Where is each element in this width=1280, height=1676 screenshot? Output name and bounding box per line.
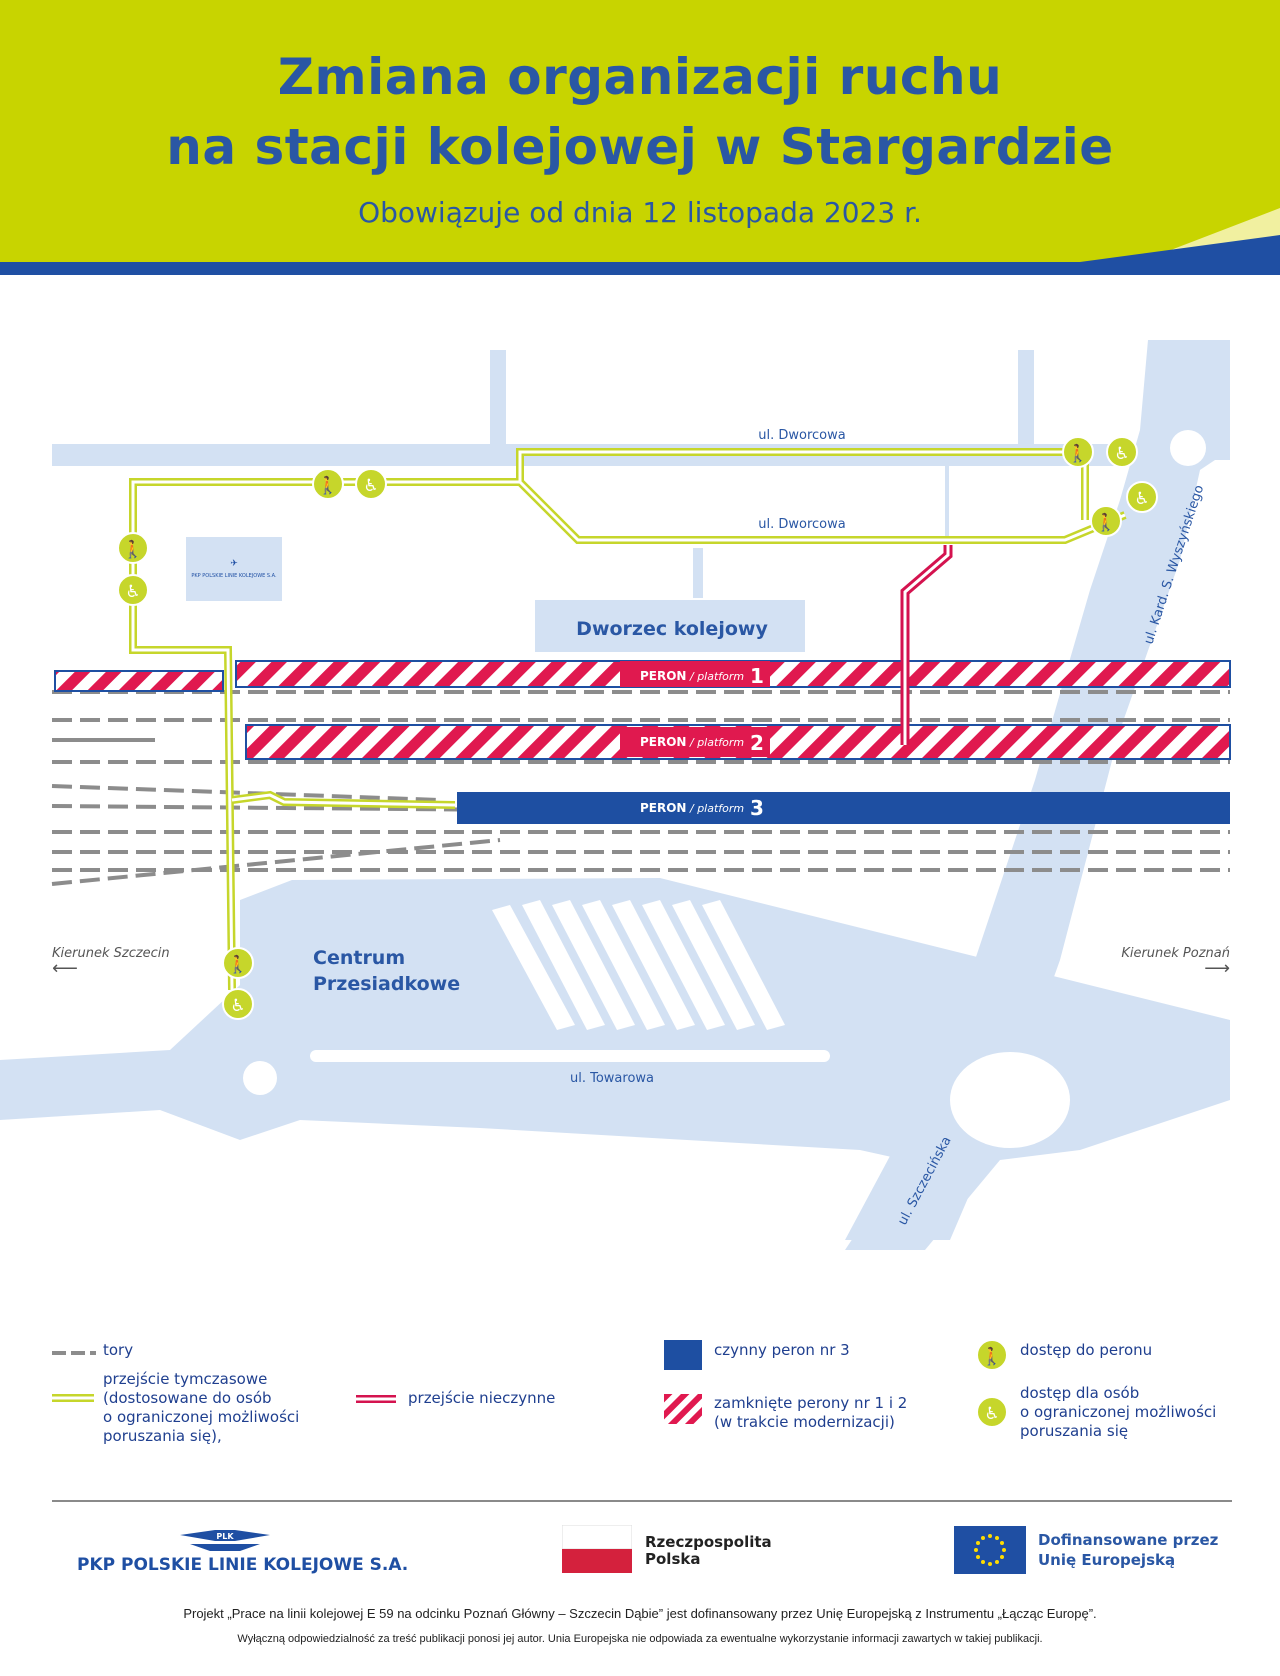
svg-text:♿: ♿ bbox=[363, 476, 378, 496]
street-label-towarowa: ul. Towarowa bbox=[570, 1071, 654, 1086]
pkp-building bbox=[186, 537, 282, 601]
arrow-right-icon: ⟶ bbox=[1204, 958, 1230, 979]
platform-3-number: 3 bbox=[750, 796, 764, 820]
wheelchair-icon: ♿ bbox=[1126, 481, 1158, 513]
pedestrian-icon: 🚶 bbox=[117, 532, 149, 564]
wheelchair-icon: ♿ bbox=[222, 988, 254, 1020]
platform-1-word: PERON bbox=[640, 669, 686, 683]
access-icons: 🚶 ♿ 🚶 ♿ 🚶 ♿ ♿ 🚶 🚶 ♿ bbox=[117, 436, 1158, 1020]
wheelchair-icon: ♿ bbox=[1106, 436, 1138, 468]
project-note: Projekt „Prace na linii kolejowej E 59 n… bbox=[183, 1606, 1097, 1621]
page-subtitle: Obowiązuje od dnia 12 listopada 2023 r. bbox=[358, 196, 922, 229]
pedestrian-icon: 🚶 bbox=[1090, 505, 1122, 537]
svg-text:♿: ♿ bbox=[984, 1404, 999, 1424]
legend-closed-platforms-label: zamknięte perony nr 1 i 2 (w trakcie mod… bbox=[714, 1394, 908, 1431]
legend-tracks-label: tory bbox=[103, 1341, 134, 1359]
svg-text:🚶: 🚶 bbox=[227, 954, 248, 975]
svg-text:🚶: 🚶 bbox=[981, 1346, 1002, 1367]
wheelchair-icon: ♿ bbox=[117, 574, 149, 606]
wheelchair-icon: ♿ bbox=[355, 468, 387, 500]
direction-left-label: Kierunek Szczecin bbox=[52, 946, 170, 961]
station-label: Dworzec kolejowy bbox=[576, 618, 768, 640]
legend-reduced-mobility-label: dostęp dla osób o ograniczonej możliwośc… bbox=[1020, 1384, 1217, 1440]
legend-temp-path-symbol bbox=[52, 1394, 94, 1402]
header-background bbox=[0, 0, 1280, 275]
eu-funding-text: Dofinansowane przez Unię Europejską bbox=[1038, 1531, 1219, 1569]
street-label-dworcowa-inner: ul. Dworcowa bbox=[758, 517, 845, 532]
legend-open-platform-symbol bbox=[664, 1340, 702, 1370]
footer-divider bbox=[52, 1500, 1232, 1502]
legend-temp-path-label: przejście tymczasowe (dostosowane do osó… bbox=[103, 1370, 300, 1445]
street-label-dworcowa-top: ul. Dworcowa bbox=[758, 428, 845, 443]
platform-3-sub: / platform bbox=[689, 802, 744, 815]
legend-open-platform-label: czynny peron nr 3 bbox=[714, 1341, 850, 1359]
disclaimer: Wyłączną odpowiedzialność za treść publi… bbox=[237, 1633, 1043, 1645]
platform-2-number: 2 bbox=[750, 731, 764, 755]
pkp-logo-emblem: PLK bbox=[180, 1530, 270, 1551]
svg-text:🚶: 🚶 bbox=[1095, 512, 1116, 533]
legend-closed-path-symbol bbox=[356, 1395, 396, 1403]
pkp-building-label: PKP POLSKIE LINIE KOLEJOWE S.A. bbox=[191, 573, 277, 579]
svg-text:🚶: 🚶 bbox=[317, 475, 338, 496]
header-banner: Zmiana organizacji ruchu na stacji kolej… bbox=[0, 0, 1280, 275]
pedestrian-icon: 🚶 bbox=[312, 468, 344, 500]
legend-platform-access-label: dostęp do peronu bbox=[1020, 1341, 1153, 1359]
pedestrian-icon: 🚶 bbox=[222, 947, 254, 979]
legend-closed-path-label: przejście nieczynne bbox=[408, 1389, 556, 1407]
svg-text:PLK: PLK bbox=[216, 1532, 234, 1541]
arrow-left-icon: ⟵ bbox=[52, 958, 78, 979]
pkp-building-emblem: ✈ bbox=[230, 559, 238, 569]
svg-text:♿: ♿ bbox=[125, 582, 140, 602]
page-title-line-2: na stacji kolejowej w Stargardzie bbox=[166, 118, 1114, 176]
crosswalk-stripes bbox=[492, 900, 785, 1030]
eu-flag bbox=[954, 1526, 1026, 1574]
platform-1-sub: / platform bbox=[689, 670, 744, 683]
closed-passage bbox=[900, 545, 953, 745]
platform-1: PERON / platform 1 bbox=[54, 660, 1231, 692]
platform-1-number: 1 bbox=[750, 664, 764, 688]
footer: PLK PKP POLSKIE LINIE KOLEJOWE S.A. Rzec… bbox=[0, 1510, 1280, 1676]
interchange-label-line-1: Centrum bbox=[313, 947, 405, 969]
platform-3: PERON / platform 3 bbox=[457, 792, 1230, 824]
interchange-label-line-2: Przesiadkowe bbox=[313, 973, 460, 995]
page-title-line-1: Zmiana organizacji ruchu bbox=[277, 48, 1003, 106]
pedestrian-icon: 🚶 bbox=[1062, 436, 1094, 468]
rp-logo-text: Rzeczpospolita Polska bbox=[645, 1533, 772, 1568]
polish-flag bbox=[562, 1525, 632, 1573]
legend: tory przejście tymczasowe (dostosowane d… bbox=[0, 1320, 1280, 1460]
legend-closed-platform-symbol bbox=[664, 1394, 702, 1424]
direction-right-label: Kierunek Poznań bbox=[1121, 946, 1230, 961]
legend-tracks-symbol bbox=[52, 1351, 96, 1355]
svg-text:🚶: 🚶 bbox=[122, 539, 143, 560]
svg-text:♿: ♿ bbox=[1134, 489, 1149, 509]
platform-3-word: PERON bbox=[640, 801, 686, 815]
platform-2-word: PERON bbox=[640, 735, 686, 749]
svg-text:🚶: 🚶 bbox=[1067, 443, 1088, 464]
road-network bbox=[0, 340, 1230, 1250]
pedestrian-icon: 🚶 bbox=[976, 1339, 1008, 1371]
pkp-logo-text: PKP POLSKIE LINIE KOLEJOWE S.A. bbox=[77, 1555, 409, 1575]
wheelchair-icon: ♿ bbox=[976, 1396, 1008, 1428]
station-building bbox=[535, 600, 805, 652]
station-map: ✈ PKP POLSKIE LINIE KOLEJOWE S.A. Dworze… bbox=[0, 340, 1231, 1250]
svg-text:♿: ♿ bbox=[1114, 444, 1129, 464]
svg-text:♿: ♿ bbox=[230, 996, 245, 1016]
platform-2: PERON / platform 2 bbox=[245, 724, 1231, 760]
platform-2-sub: / platform bbox=[689, 736, 744, 749]
